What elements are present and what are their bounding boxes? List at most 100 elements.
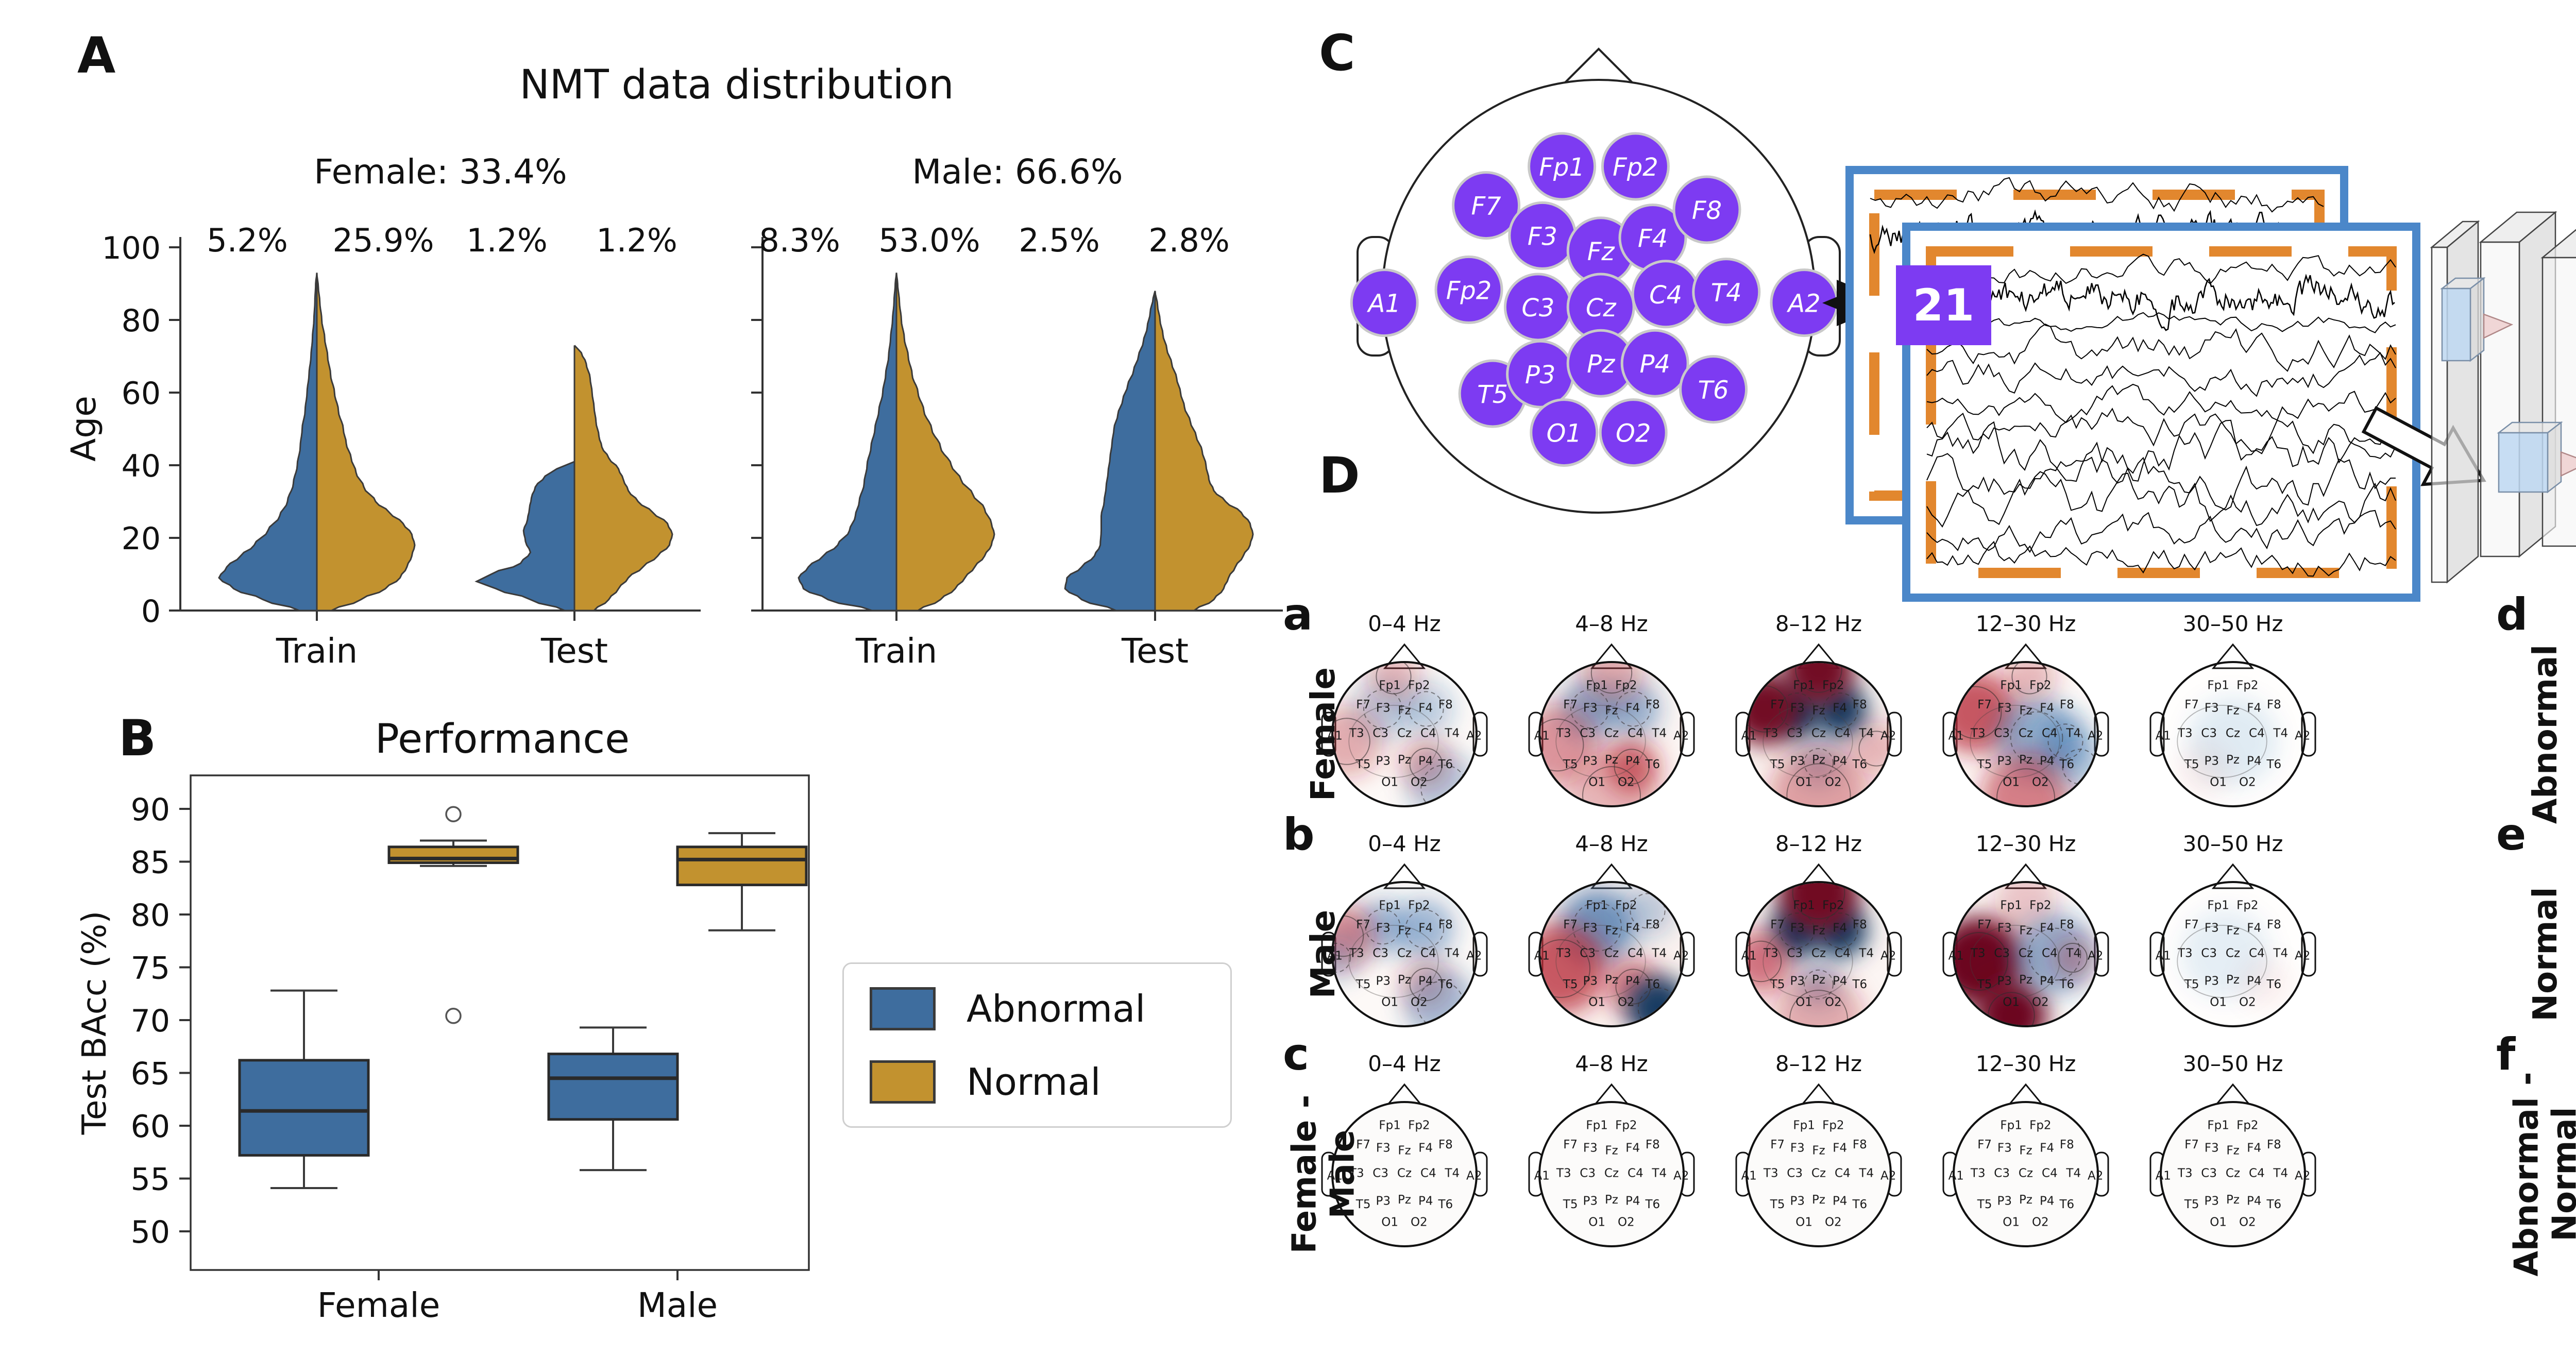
channel-count-box: 21 bbox=[1896, 265, 1991, 345]
svg-text:F3: F3 bbox=[1997, 921, 2012, 935]
svg-text:C3: C3 bbox=[1372, 726, 1388, 740]
electrode-F3: F3 bbox=[1508, 201, 1577, 270]
svg-text:Fp2: Fp2 bbox=[2236, 899, 2258, 912]
svg-text:F8: F8 bbox=[2060, 918, 2074, 931]
svg-text:P3: P3 bbox=[1790, 1195, 1805, 1208]
electrode-O1: O1 bbox=[1530, 398, 1599, 467]
svg-text:F3: F3 bbox=[2205, 701, 2219, 715]
svg-text:C4: C4 bbox=[2042, 1166, 2058, 1180]
svg-text:Cz: Cz bbox=[2226, 946, 2240, 960]
svg-text:Pz: Pz bbox=[1812, 973, 1825, 987]
svg-text:Pz: Pz bbox=[2019, 973, 2032, 987]
svg-text:P4: P4 bbox=[1833, 975, 1848, 988]
svg-text:F4: F4 bbox=[1833, 921, 1847, 935]
violin-xtick-label: Train bbox=[855, 631, 938, 671]
freq-header: 12–30 Hz bbox=[1975, 611, 2076, 636]
svg-text:80: 80 bbox=[122, 303, 161, 339]
svg-text:O1: O1 bbox=[1795, 996, 1812, 1009]
svg-text:T6: T6 bbox=[1645, 758, 1660, 771]
svg-text:Fp1: Fp1 bbox=[1793, 1119, 1815, 1132]
svg-text:F8: F8 bbox=[1438, 918, 1453, 931]
svg-text:C3: C3 bbox=[2201, 1166, 2217, 1180]
svg-text:T6: T6 bbox=[2266, 978, 2282, 991]
freq-header: 0–4 Hz bbox=[1368, 831, 1441, 856]
svg-text:O2: O2 bbox=[1825, 1216, 1842, 1229]
svg-text:C4: C4 bbox=[1835, 946, 1851, 960]
svg-text:C3: C3 bbox=[1521, 294, 1554, 323]
svg-text:Fz: Fz bbox=[2019, 924, 2032, 938]
svg-text:O2: O2 bbox=[1825, 776, 1842, 789]
svg-text:A2: A2 bbox=[1673, 730, 1689, 743]
freq-header: 8–12 Hz bbox=[1775, 611, 1862, 636]
svg-text:50: 50 bbox=[131, 1214, 170, 1250]
svg-text:Fp1: Fp1 bbox=[1379, 679, 1400, 692]
svg-text:A1: A1 bbox=[1534, 950, 1550, 963]
svg-text:C4: C4 bbox=[1420, 946, 1436, 960]
svg-text:F7: F7 bbox=[1770, 698, 1785, 712]
svg-text:Cz: Cz bbox=[1397, 1166, 1412, 1180]
svg-text:P4: P4 bbox=[1625, 975, 1640, 988]
svg-text:F7: F7 bbox=[2184, 918, 2199, 931]
violin-annotation: 1.2% bbox=[596, 222, 677, 259]
row-label-d: Abnormal bbox=[2527, 644, 2565, 824]
svg-text:O2: O2 bbox=[2032, 776, 2049, 789]
svg-text:O1: O1 bbox=[2003, 996, 2020, 1009]
svg-text:T3: T3 bbox=[1556, 726, 1571, 740]
svg-text:T3: T3 bbox=[1556, 946, 1571, 960]
svg-text:F7: F7 bbox=[1977, 698, 1992, 712]
svg-text:F8: F8 bbox=[2267, 698, 2281, 712]
svg-text:F7: F7 bbox=[1471, 192, 1502, 221]
svg-text:F8: F8 bbox=[2267, 918, 2281, 931]
electrode-O2: O2 bbox=[1599, 398, 1668, 467]
svg-text:Fz: Fz bbox=[2019, 1144, 2032, 1158]
svg-text:A2: A2 bbox=[1880, 1170, 1896, 1183]
svg-text:Fz: Fz bbox=[1398, 704, 1411, 718]
svg-text:O2: O2 bbox=[1618, 996, 1635, 1009]
svg-text:T3: T3 bbox=[1349, 1166, 1364, 1180]
svg-text:O2: O2 bbox=[2239, 776, 2256, 789]
svg-text:A2: A2 bbox=[1466, 950, 1482, 963]
svg-text:F7: F7 bbox=[1563, 918, 1578, 931]
svg-text:Fz: Fz bbox=[2226, 704, 2239, 718]
svg-text:C4: C4 bbox=[1420, 726, 1436, 740]
svg-text:Fp2: Fp2 bbox=[1822, 1119, 1844, 1132]
svg-text:Fz: Fz bbox=[1605, 704, 1618, 718]
svg-text:T6: T6 bbox=[1438, 978, 1453, 991]
svg-text:O2: O2 bbox=[1825, 996, 1842, 1009]
svg-text:Fz: Fz bbox=[1587, 238, 1616, 266]
svg-text:Fp1: Fp1 bbox=[2000, 899, 2022, 912]
svg-text:Fz: Fz bbox=[1812, 924, 1825, 938]
svg-text:C3: C3 bbox=[1580, 946, 1596, 960]
svg-text:O2: O2 bbox=[1411, 996, 1428, 1009]
freq-header: 8–12 Hz bbox=[1775, 1051, 1862, 1076]
svg-text:Fp1: Fp1 bbox=[2207, 679, 2229, 692]
svg-text:Cz: Cz bbox=[2226, 1166, 2240, 1180]
svg-text:T6: T6 bbox=[2266, 1198, 2282, 1211]
svg-text:100: 100 bbox=[101, 230, 161, 266]
svg-text:P3: P3 bbox=[2205, 1195, 2219, 1208]
svg-text:T3: T3 bbox=[1970, 946, 1986, 960]
violin-annotation: 2.8% bbox=[1148, 222, 1230, 259]
svg-text:O1: O1 bbox=[1795, 776, 1812, 789]
svg-text:T3: T3 bbox=[1970, 1166, 1986, 1180]
svg-text:Fz: Fz bbox=[1812, 704, 1825, 718]
svg-text:P4: P4 bbox=[2247, 975, 2262, 988]
svg-text:P3: P3 bbox=[1583, 975, 1598, 988]
svg-text:O2: O2 bbox=[2032, 1216, 2049, 1229]
electrode-Fp1: Fp1 bbox=[1528, 132, 1597, 201]
eeg-card bbox=[1902, 223, 2420, 602]
svg-text:P4: P4 bbox=[2247, 755, 2262, 768]
svg-text:C3: C3 bbox=[1994, 726, 2010, 740]
freq-header: 4–8 Hz bbox=[1575, 831, 1648, 856]
svg-text:P3: P3 bbox=[1790, 755, 1805, 768]
svg-text:T5: T5 bbox=[2184, 978, 2199, 991]
svg-text:F4: F4 bbox=[2247, 921, 2261, 935]
svg-text:C4: C4 bbox=[2249, 1166, 2265, 1180]
svg-text:O1: O1 bbox=[2210, 1216, 2227, 1229]
svg-text:T3: T3 bbox=[1970, 726, 1986, 740]
electrode-A1: A1 bbox=[1350, 268, 1419, 337]
svg-text:Pz: Pz bbox=[1587, 350, 1616, 379]
